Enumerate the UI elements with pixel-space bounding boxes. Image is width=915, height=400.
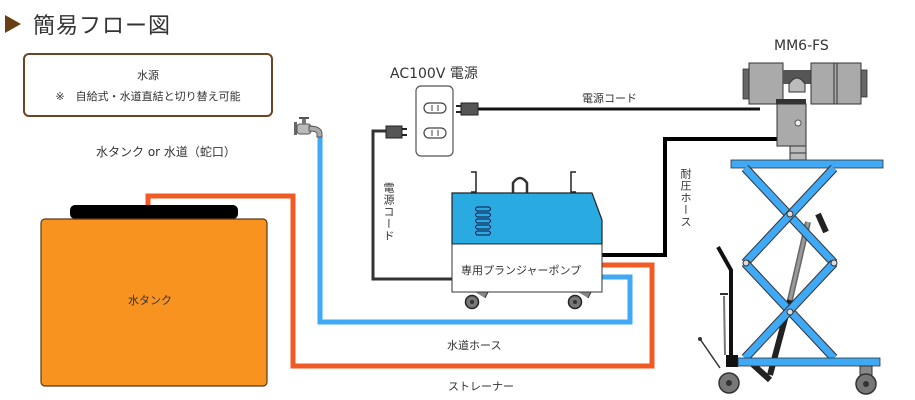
power-cord-top-label: 電源コード: [582, 92, 637, 105]
power-outlet-icon: [415, 85, 454, 157]
plunger-pump: [451, 171, 603, 310]
tank-label: 水タンク: [128, 294, 172, 307]
water-source-note: ※ 自給式・水道直結と切り替え可能: [55, 90, 241, 103]
lift-handle: [716, 246, 733, 360]
lift-wheel-icon: [718, 372, 740, 394]
power-cord-left: [371, 129, 452, 281]
plug-icon: [385, 125, 407, 139]
source-options-label: 水タンク or 水道（蛇口）: [96, 145, 236, 159]
strainer-hose: [145, 193, 655, 369]
pressure-hose-label: 耐圧ホース: [679, 168, 692, 228]
machine-model-label: MM6-FS: [774, 38, 829, 54]
lift-table: [698, 159, 884, 395]
ac-power-label: AC100V 電源: [390, 66, 478, 82]
water-tank: [40, 205, 268, 387]
mm6-fs-machine: [742, 62, 868, 161]
pump-wheel-icon: [567, 291, 592, 310]
title-marker-icon: [5, 15, 21, 33]
water-source-heading: 水源: [137, 69, 159, 82]
plug-icon: [456, 102, 479, 116]
faucet-icon: [294, 117, 323, 138]
power-cord-left-label: 電源コード: [382, 182, 395, 242]
page-title: 簡易フロー図: [5, 8, 171, 40]
pressure-hose: [602, 137, 778, 257]
water-hose: [317, 134, 633, 325]
water-source-box: 水源 ※ 自給式・水道直結と切り替え可能: [23, 53, 273, 117]
page-title-text: 簡易フロー図: [33, 14, 172, 39]
strainer-label: ストレーナー: [448, 380, 514, 393]
pump-wheel-icon: [464, 291, 489, 310]
water-hose-label: 水道ホース: [447, 339, 502, 352]
lift-wheel-icon: [855, 365, 877, 395]
pump-label: 専用プランジャーポンプ: [461, 264, 582, 277]
